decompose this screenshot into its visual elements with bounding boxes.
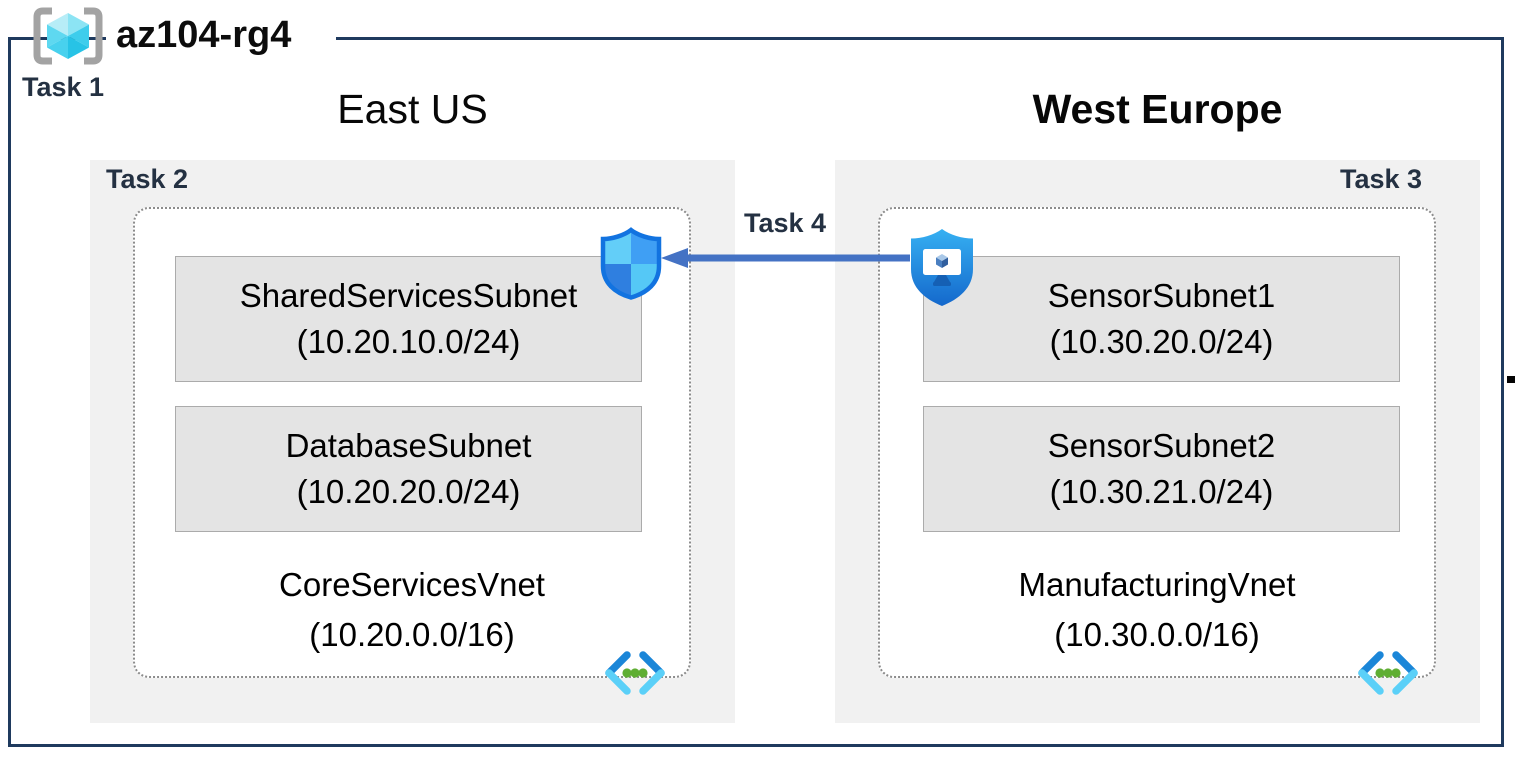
resource-group-icon (33, 7, 103, 65)
secured-vm-shield-icon (911, 229, 973, 306)
virtual-network-icon (1358, 651, 1418, 695)
subnet-name: SensorSubnet2 (1047, 427, 1276, 465)
task3-label: Task 3 (1340, 164, 1423, 194)
region-west-europe-label: West Europe (1032, 86, 1283, 132)
virtual-network-icon (605, 651, 665, 695)
subnet-sensor1: SensorSubnet1 (10.30.20.0/24) (923, 256, 1400, 382)
subnet-cidr: (10.30.20.0/24) (1049, 323, 1274, 360)
subnet-sharedservices: SharedServicesSubnet (10.20.10.0/24) (175, 256, 642, 382)
vnet-manufacturing-label: ManufacturingVnet (10.30.0.0/16) (878, 560, 1436, 660)
vnet-name: ManufacturingVnet (1018, 566, 1296, 603)
vnet-coreservices-label: CoreServicesVnet (10.20.0.0/16) (133, 560, 691, 660)
region-east-us-label: East US (337, 86, 488, 132)
edge-mark (1507, 376, 1515, 383)
resource-group-name: az104-rg4 (116, 14, 292, 56)
subnet-cidr: (10.20.10.0/24) (296, 323, 521, 360)
subnet-name: DatabaseSubnet (285, 427, 532, 465)
subnet-database: DatabaseSubnet (10.20.20.0/24) (175, 406, 642, 532)
task4-label: Task 4 (743, 208, 827, 238)
vnet-name: CoreServicesVnet (279, 566, 545, 603)
subnet-name: SensorSubnet1 (1047, 277, 1276, 315)
subnet-sensor2: SensorSubnet2 (10.30.21.0/24) (923, 406, 1400, 532)
title-background-mask (106, 30, 336, 44)
subnet-cidr: (10.20.20.0/24) (296, 473, 521, 510)
peering-arrow (661, 248, 910, 268)
task2-label: Task 2 (106, 164, 189, 194)
network-security-shield-icon (600, 227, 662, 300)
subnet-cidr: (10.30.21.0/24) (1049, 473, 1274, 510)
vnet-cidr: (10.20.0.0/16) (309, 616, 515, 653)
task1-label: Task 1 (22, 72, 105, 102)
resource-group-boundary (8, 37, 1504, 747)
subnet-name: SharedServicesSubnet (239, 277, 578, 315)
vnet-cidr: (10.30.0.0/16) (1054, 616, 1260, 653)
